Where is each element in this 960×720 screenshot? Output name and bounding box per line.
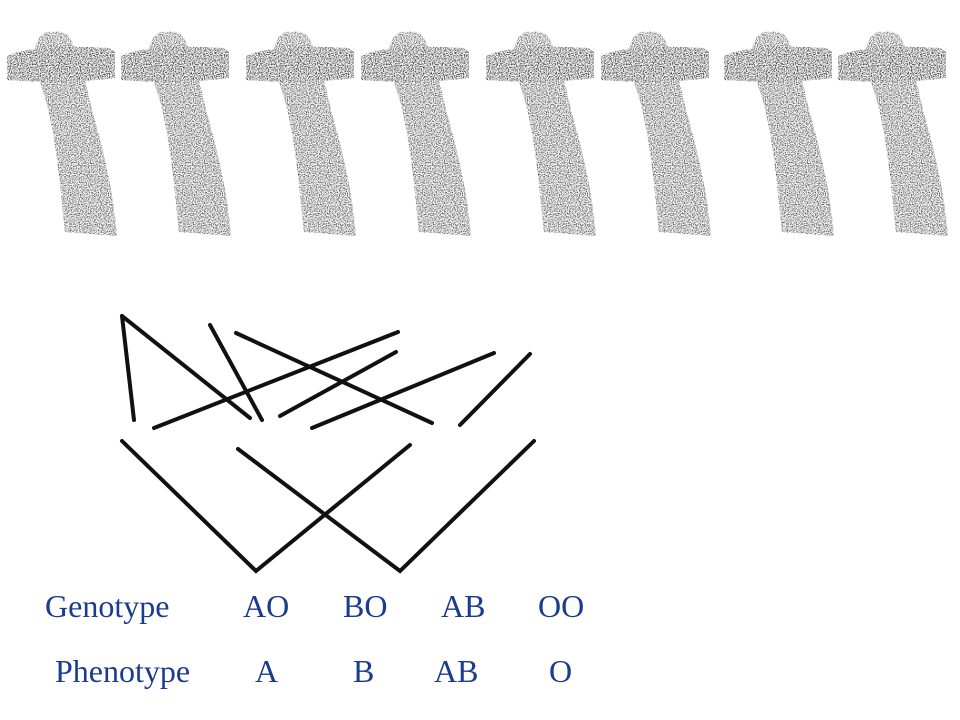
cross-line bbox=[310, 351, 496, 430]
cross-line bbox=[152, 330, 400, 430]
chromosome-icon bbox=[7, 31, 117, 236]
chromosome-icon bbox=[121, 31, 231, 236]
genotype-value-bo: BO bbox=[343, 588, 387, 624]
phenotype-value-o: O bbox=[549, 653, 572, 689]
cross-line bbox=[458, 352, 532, 427]
cross-line bbox=[208, 323, 264, 422]
chromosome-icon bbox=[361, 31, 471, 236]
genotype-value-ao: AO bbox=[243, 588, 289, 624]
phenotype-value-ab: AB bbox=[434, 653, 478, 689]
phenotype-value-a: A bbox=[255, 653, 278, 689]
chromosome-icon bbox=[601, 31, 711, 236]
cross-line bbox=[120, 314, 252, 420]
cross-line bbox=[234, 331, 434, 425]
offspring-bracket-left bbox=[120, 439, 412, 574]
genotype-value-oo: OO bbox=[538, 588, 584, 624]
genotype-label: Genotype bbox=[45, 588, 169, 624]
phenotype-value-b: B bbox=[353, 653, 374, 689]
chromosome-row bbox=[7, 31, 948, 236]
cross-lines bbox=[120, 314, 536, 574]
chromosome-icon bbox=[246, 31, 356, 236]
cross-line bbox=[278, 350, 398, 418]
labels: Genotype AO BO AB OO Phenotype A B AB O bbox=[45, 588, 584, 689]
phenotype-label: Phenotype bbox=[55, 653, 190, 689]
chromosome-icon bbox=[838, 31, 948, 236]
offspring-bracket-right bbox=[236, 439, 536, 574]
chromosome-icon bbox=[486, 31, 596, 236]
chromosome-icon bbox=[724, 31, 834, 236]
genotype-value-ab: AB bbox=[441, 588, 485, 624]
cross-line bbox=[120, 314, 136, 422]
